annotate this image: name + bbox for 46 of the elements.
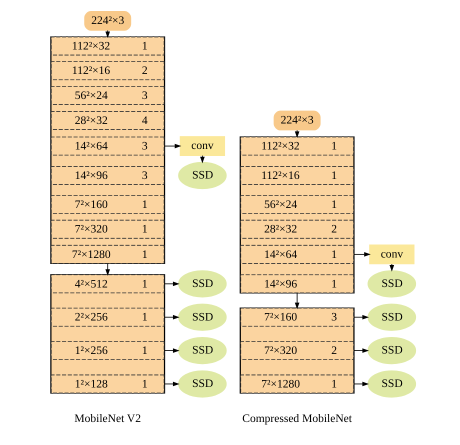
node-box: 7²×160 3 xyxy=(240,308,354,327)
node-ellipse: SSD xyxy=(178,336,227,364)
node-ellipse: SSD xyxy=(368,370,416,398)
arrow xyxy=(164,144,182,148)
arrow xyxy=(164,348,180,353)
node-box: 7²×1280 1 xyxy=(50,244,165,264)
node-box: 224²×3 xyxy=(84,11,132,31)
node-ellipse: SSD xyxy=(368,270,416,298)
arrow xyxy=(294,130,300,138)
node-box: 7²×1280 1 xyxy=(240,374,354,394)
label: Compressed MobileNet xyxy=(242,412,352,425)
node-box: 56²×24 3 xyxy=(50,86,165,105)
node-box: 2²×256 1 xyxy=(50,308,165,327)
node-box: conv xyxy=(369,244,414,264)
node-box: 14²×64 3 xyxy=(50,136,165,156)
node-box: 112²×16 1 xyxy=(240,166,354,185)
node-box: 7²×320 1 xyxy=(50,220,165,239)
node-box: 14²×96 3 xyxy=(50,166,165,185)
node-box: 7²×160 1 xyxy=(50,195,165,214)
arrow xyxy=(200,155,205,164)
node-box: 112²×16 2 xyxy=(50,61,165,80)
node-box: 56²×24 1 xyxy=(240,195,354,214)
node-ellipse: SSD xyxy=(178,370,227,398)
node-box: 28²×32 4 xyxy=(50,111,165,130)
arrow xyxy=(164,382,180,386)
node-box: 4²×512 1 xyxy=(50,274,165,294)
arrow xyxy=(294,292,300,310)
node-ellipse: SSD xyxy=(178,270,227,298)
arrow xyxy=(353,252,371,257)
node-ellipse: SSD xyxy=(178,162,227,190)
node-box: 1²×128 1 xyxy=(50,374,165,394)
node-ellipse: SSD xyxy=(368,336,416,364)
arrow xyxy=(353,382,369,386)
arrow xyxy=(353,348,369,353)
node-box: 28²×32 2 xyxy=(240,220,354,239)
node-ellipse: SSD xyxy=(178,304,227,331)
node-box: conv xyxy=(180,136,226,156)
node-box: 112²×32 1 xyxy=(240,136,354,156)
label: MobileNet V2 xyxy=(74,412,142,425)
node-box: 14²×96 1 xyxy=(240,274,354,294)
node-ellipse: SSD xyxy=(368,304,416,331)
node-box: 224²×3 xyxy=(274,110,321,130)
node-box: 1²×256 1 xyxy=(50,341,165,360)
node-box: 7²×320 2 xyxy=(240,341,354,360)
node-box: 14²×64 1 xyxy=(240,244,354,264)
node-box: 112²×32 1 xyxy=(50,36,165,56)
